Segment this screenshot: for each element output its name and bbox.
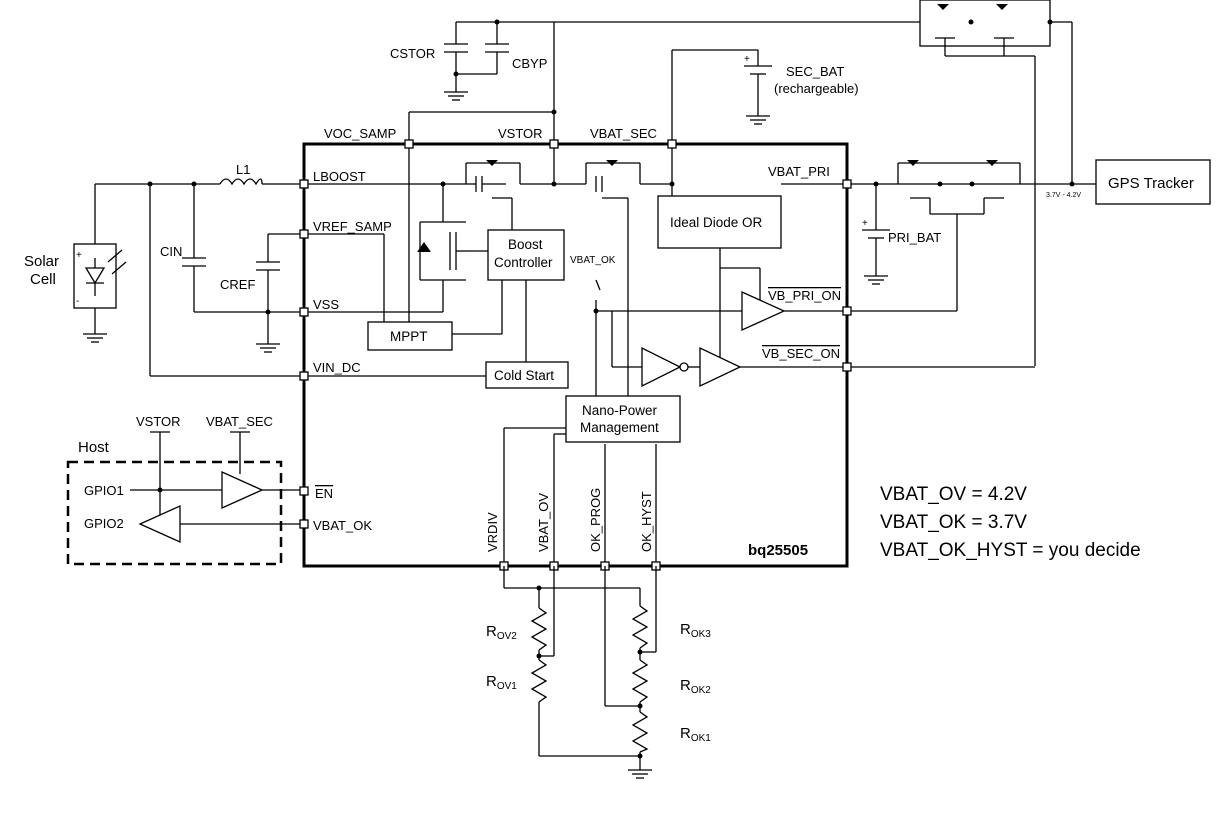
pin-markers — [299, 139, 852, 571]
mppt-block — [367, 321, 453, 351]
note-vbat-ok-hyst: VBAT_OK_HYST = you decide — [880, 540, 1141, 561]
host-gpio2: GPIO2 — [84, 516, 124, 531]
vbat-ok-switch-label: VBAT_OK — [570, 255, 616, 266]
svg-text:-: - — [76, 296, 79, 307]
cold-start-label: Cold Start — [494, 368, 554, 383]
host-block — [66, 431, 300, 566]
nano-label-1: Nano-Power — [582, 403, 658, 418]
pin-voc-samp: VOC_SAMP — [324, 126, 396, 141]
rov1-label: ROV1 — [486, 673, 517, 692]
sec-fet-pair — [919, 0, 1073, 366]
pin-vb-pri-on: VB_PRI_ON — [768, 288, 841, 303]
pri-bat-label: PRI_BAT — [888, 230, 941, 245]
solar-label-1: Solar — [24, 253, 59, 270]
supply-range-label: 3.7V - 4.2V — [1046, 192, 1081, 199]
output-network — [851, 160, 1096, 368]
ic-outline — [302, 142, 849, 568]
pin-vstor: VSTOR — [498, 126, 543, 141]
host-title: Host — [78, 439, 110, 456]
pin-vb-sec-on: VB_SEC_ON — [762, 346, 840, 361]
host-gpio1: GPIO1 — [84, 483, 124, 498]
boost-label-2: Controller — [494, 255, 553, 270]
gps-tracker-label: GPS Tracker — [1108, 175, 1194, 192]
cin-label: CIN — [160, 244, 182, 259]
pin-vref-samp: VREF_SAMP — [313, 219, 392, 234]
note-vbat-ok: VBAT_OK = 3.7V — [880, 512, 1027, 533]
chip-name: bq25505 — [748, 542, 808, 559]
input-network: + - — [73, 178, 304, 377]
l1-label: L1 — [236, 162, 250, 177]
rok3-label: ROK3 — [680, 621, 711, 640]
pin-lboost: LBOOST — [313, 169, 366, 184]
pin-vbat-sec: VBAT_SEC — [590, 126, 657, 141]
boost-label-1: Boost — [508, 237, 543, 252]
nano-label-2: Management — [580, 420, 659, 435]
pin-vbat-ok: VBAT_OK — [313, 518, 372, 533]
pin-vin-dc: VIN_DC — [313, 360, 361, 375]
svg-text:+: + — [744, 54, 750, 65]
ideal-diode-block — [657, 195, 782, 249]
top-network: + — [408, 19, 920, 144]
boost-controller-block — [487, 229, 565, 281]
sec-bat-note: (rechargeable) — [774, 81, 859, 96]
pin-vss: VSS — [313, 297, 339, 312]
mppt-label: MPPT — [390, 329, 428, 344]
cbyp-label: CBYP — [512, 56, 547, 71]
pin-ok-prog: OK_PROG — [588, 488, 603, 552]
pin-en: EN — [315, 486, 333, 501]
internal-wiring — [304, 144, 847, 566]
pin-vrdiv: VRDIV — [485, 512, 500, 552]
nano-power-block — [565, 395, 681, 443]
rok1-label: ROK1 — [680, 725, 711, 744]
pin-vbat-pri: VBAT_PRI — [768, 164, 830, 179]
pin-vbat-ov: VBAT_OV — [536, 493, 551, 552]
cstor-label: CSTOR — [390, 46, 435, 61]
host-vbat-sec: VBAT_SEC — [206, 414, 273, 429]
rov2-label: ROV2 — [486, 623, 517, 642]
svg-text:+: + — [76, 250, 82, 261]
ideal-diode-label: Ideal Diode OR — [670, 215, 763, 230]
svg-text:+: + — [862, 218, 868, 229]
cold-start-block — [485, 361, 569, 389]
host-vstor: VSTOR — [136, 414, 181, 429]
sec-bat-label: SEC_BAT — [786, 64, 844, 79]
note-vbat-ov: VBAT_OV = 4.2V — [880, 484, 1027, 505]
rok2-label: ROK2 — [680, 677, 711, 696]
solar-label-2: Cell — [30, 271, 56, 288]
pin-ok-hyst: OK_HYST — [639, 491, 654, 552]
cref-label: CREF — [220, 277, 255, 292]
resistor-network — [503, 566, 657, 779]
gps-tracker-block — [1095, 159, 1211, 205]
